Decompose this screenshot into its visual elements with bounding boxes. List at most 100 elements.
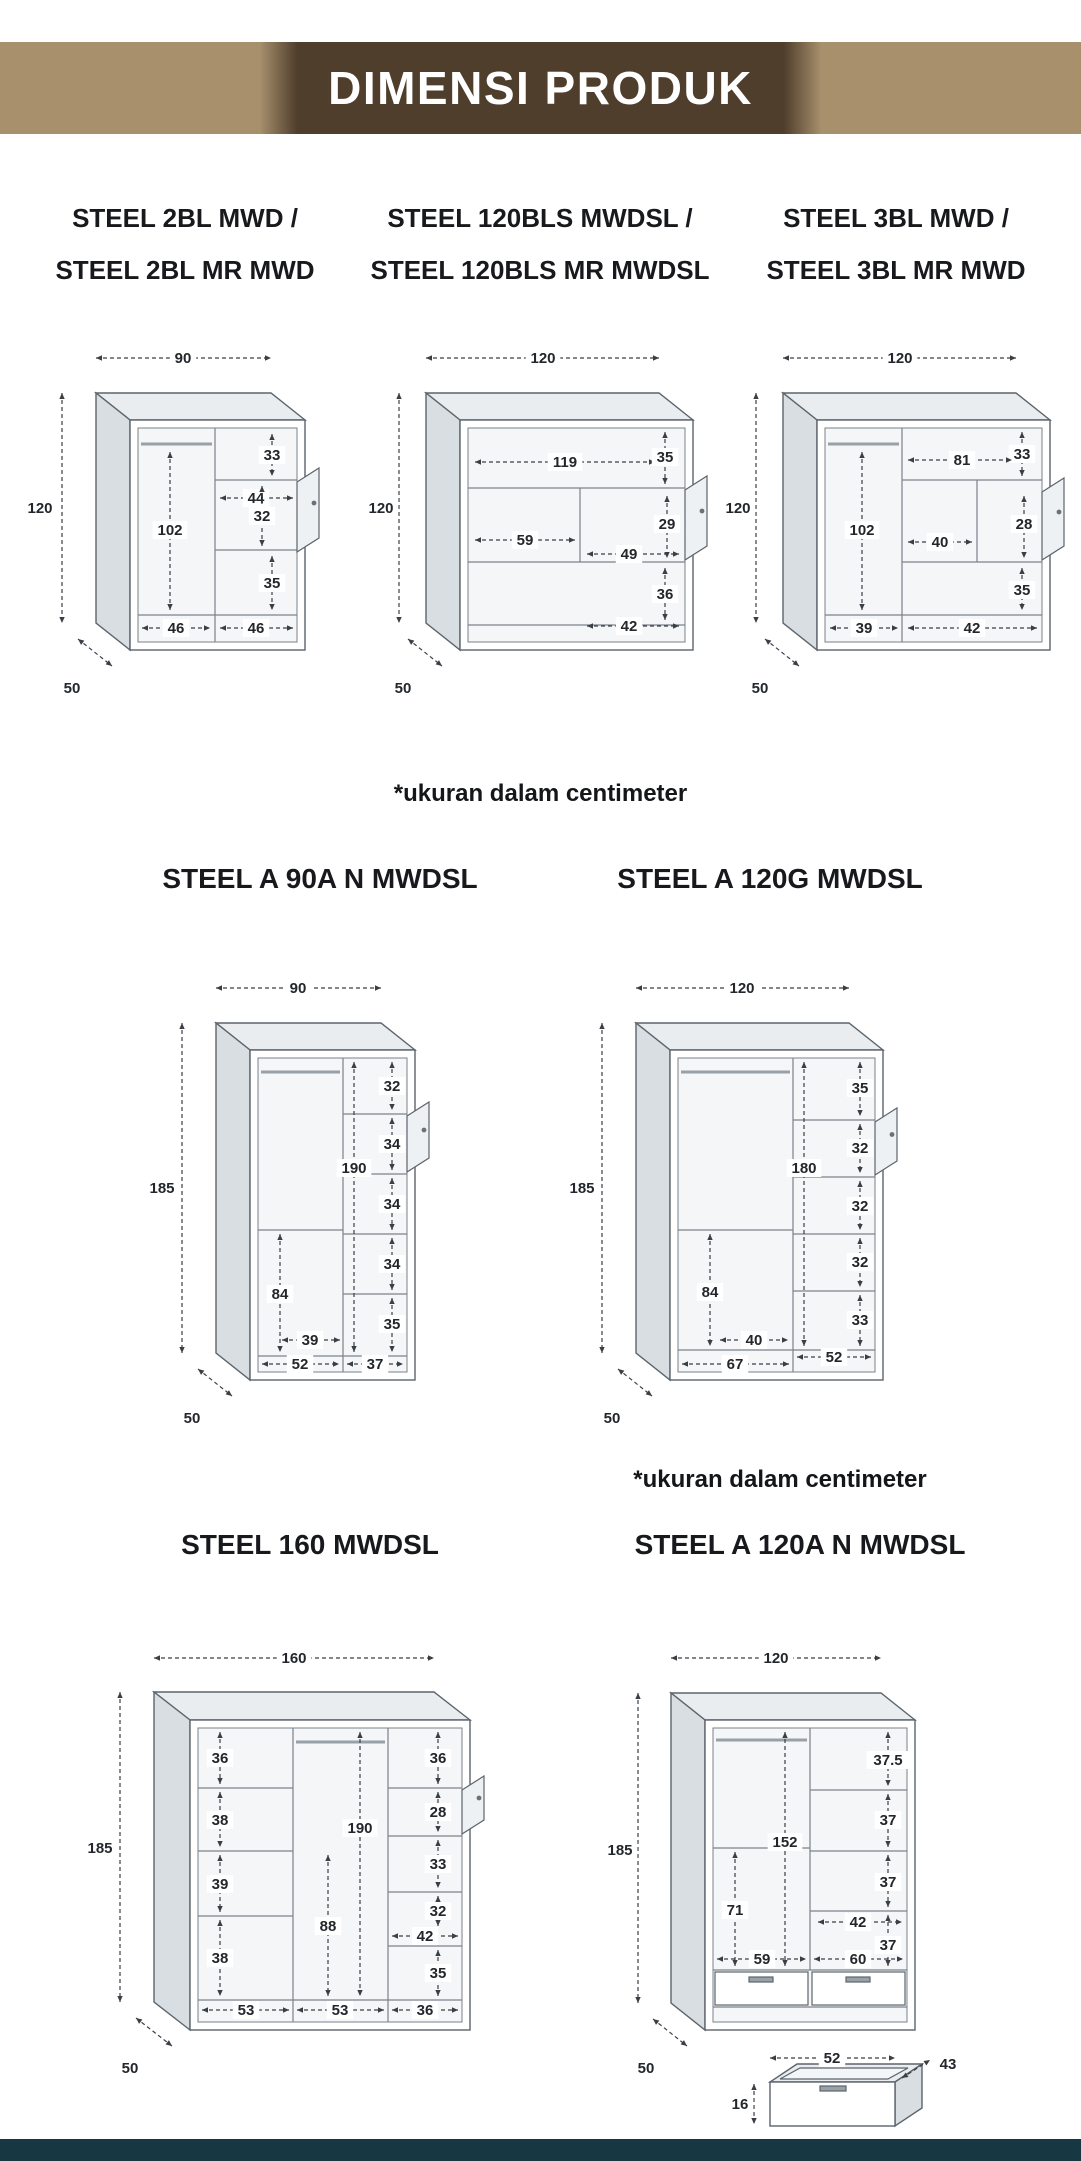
door-handle bbox=[889, 1132, 895, 1137]
product-title-line: STEEL 160 MWDSL bbox=[181, 1529, 439, 1560]
dim-label: 33 bbox=[430, 1856, 447, 1873]
arrowhead bbox=[389, 1298, 395, 1304]
dim-label-bg bbox=[232, 2001, 260, 2019]
dim-label: 50 bbox=[184, 1410, 201, 1427]
arrowhead bbox=[389, 1104, 395, 1110]
dim-label: 39 bbox=[302, 1332, 319, 1349]
arrowhead bbox=[896, 1919, 902, 1925]
arrowhead bbox=[204, 625, 210, 631]
dim-label-bg bbox=[564, 1179, 600, 1197]
arrowhead bbox=[452, 1933, 458, 1939]
dim-label: 37 bbox=[880, 1874, 897, 1891]
open-door-panel bbox=[406, 1100, 430, 1174]
arrowhead bbox=[783, 355, 789, 361]
dim-label: 160 bbox=[281, 1650, 306, 1667]
arrowhead bbox=[198, 1369, 205, 1375]
dim-label: 52 bbox=[824, 2050, 841, 2067]
dim-label: 185 bbox=[569, 1180, 594, 1197]
dim-label: 53 bbox=[332, 2002, 349, 2019]
dim-label-bg bbox=[651, 585, 679, 603]
dim-label: 35 bbox=[1014, 582, 1031, 599]
arrowhead bbox=[217, 1792, 223, 1798]
dim-label-bg bbox=[926, 533, 954, 551]
product-title-line: STEEL A 90A N MWDSL bbox=[162, 863, 478, 894]
dim-label: 120 bbox=[27, 500, 52, 517]
dim-label: 34 bbox=[384, 1256, 401, 1273]
cabinet-top-face bbox=[633, 1022, 886, 1051]
dim-label-bg bbox=[850, 619, 878, 637]
dim-label: 60 bbox=[850, 1951, 867, 1968]
arrowhead bbox=[435, 1950, 441, 1956]
arrowhead bbox=[259, 540, 265, 546]
arrowhead bbox=[389, 1284, 395, 1290]
dim-label: 36 bbox=[417, 2002, 434, 2019]
arrowhead bbox=[662, 614, 668, 620]
dim-label-bg bbox=[844, 1913, 872, 1931]
dim-label-bg bbox=[721, 1355, 749, 1373]
dim-label: 37 bbox=[367, 1356, 384, 1373]
arrowhead bbox=[435, 1732, 441, 1738]
dim-label-bg bbox=[818, 2049, 846, 2067]
arrowhead bbox=[885, 1915, 891, 1921]
product-title-steel-a90a: STEEL A 90A N MWDSL bbox=[130, 862, 510, 896]
dim-label-bg bbox=[116, 2059, 144, 2077]
dim-label-bg bbox=[651, 448, 679, 466]
arrowhead bbox=[885, 1794, 891, 1800]
arrowhead bbox=[396, 393, 402, 399]
dim-label: 185 bbox=[607, 1842, 632, 1859]
dim-label-bg bbox=[1010, 515, 1038, 533]
dim-label: 119 bbox=[553, 454, 577, 471]
arrowhead bbox=[287, 495, 293, 501]
dim-label-bg bbox=[314, 1917, 342, 1935]
arrowhead bbox=[179, 1023, 185, 1029]
door-handle bbox=[699, 508, 705, 514]
product-title-steel-a120a: STEEL A 120A N MWDSL bbox=[600, 1528, 1000, 1562]
dim-label-bg bbox=[363, 499, 399, 517]
arrowhead bbox=[265, 355, 271, 361]
arrowhead bbox=[859, 604, 865, 610]
cabinet-side-face bbox=[670, 1691, 706, 2032]
dim-label: 34 bbox=[384, 1196, 401, 1213]
dim-label: 36 bbox=[212, 1750, 229, 1767]
arrowhead bbox=[262, 1361, 268, 1367]
arrowhead bbox=[599, 1023, 605, 1029]
dim-label: 32 bbox=[852, 1140, 869, 1157]
dim-label-bg bbox=[786, 1159, 822, 1177]
dim-label: 50 bbox=[638, 2060, 655, 2077]
dim-label-bg bbox=[248, 507, 276, 525]
arrowhead bbox=[753, 617, 759, 623]
dim-label-bg bbox=[206, 1949, 234, 1967]
dim-label: 90 bbox=[290, 980, 307, 997]
arrowhead bbox=[392, 1933, 398, 1939]
dim-label: 180 bbox=[791, 1160, 816, 1177]
arrowhead bbox=[202, 2007, 208, 2013]
arrowhead bbox=[923, 2060, 930, 2066]
product-title-line: STEEL 3BL MR MWD bbox=[766, 255, 1026, 285]
dim-label-bg bbox=[874, 1936, 902, 1954]
arrowhead bbox=[217, 1855, 223, 1861]
arrowhead bbox=[830, 625, 836, 631]
dim-label: 36 bbox=[430, 1750, 447, 1767]
cabinet-side-face bbox=[95, 391, 131, 652]
dim-label-bg bbox=[336, 1159, 372, 1177]
arrowhead bbox=[859, 452, 865, 458]
arrowhead bbox=[136, 2018, 143, 2024]
arrowhead bbox=[333, 1361, 339, 1367]
dim-label: 102 bbox=[157, 522, 182, 539]
dim-label: 50 bbox=[752, 680, 769, 697]
arrowhead bbox=[783, 1361, 789, 1367]
dim-label-bg bbox=[547, 453, 583, 471]
arrowhead bbox=[59, 393, 65, 399]
dim-label-bg bbox=[740, 1331, 768, 1349]
arrowhead bbox=[865, 1354, 871, 1360]
arrowhead bbox=[843, 985, 849, 991]
arrowhead bbox=[426, 355, 432, 361]
arrowhead bbox=[277, 1346, 283, 1352]
arrowhead bbox=[217, 1920, 223, 1926]
arrowhead bbox=[217, 1778, 223, 1784]
arrowhead bbox=[269, 556, 275, 562]
arrowhead bbox=[217, 1732, 223, 1738]
arrowhead bbox=[720, 1337, 726, 1343]
arrowhead bbox=[154, 1655, 160, 1661]
